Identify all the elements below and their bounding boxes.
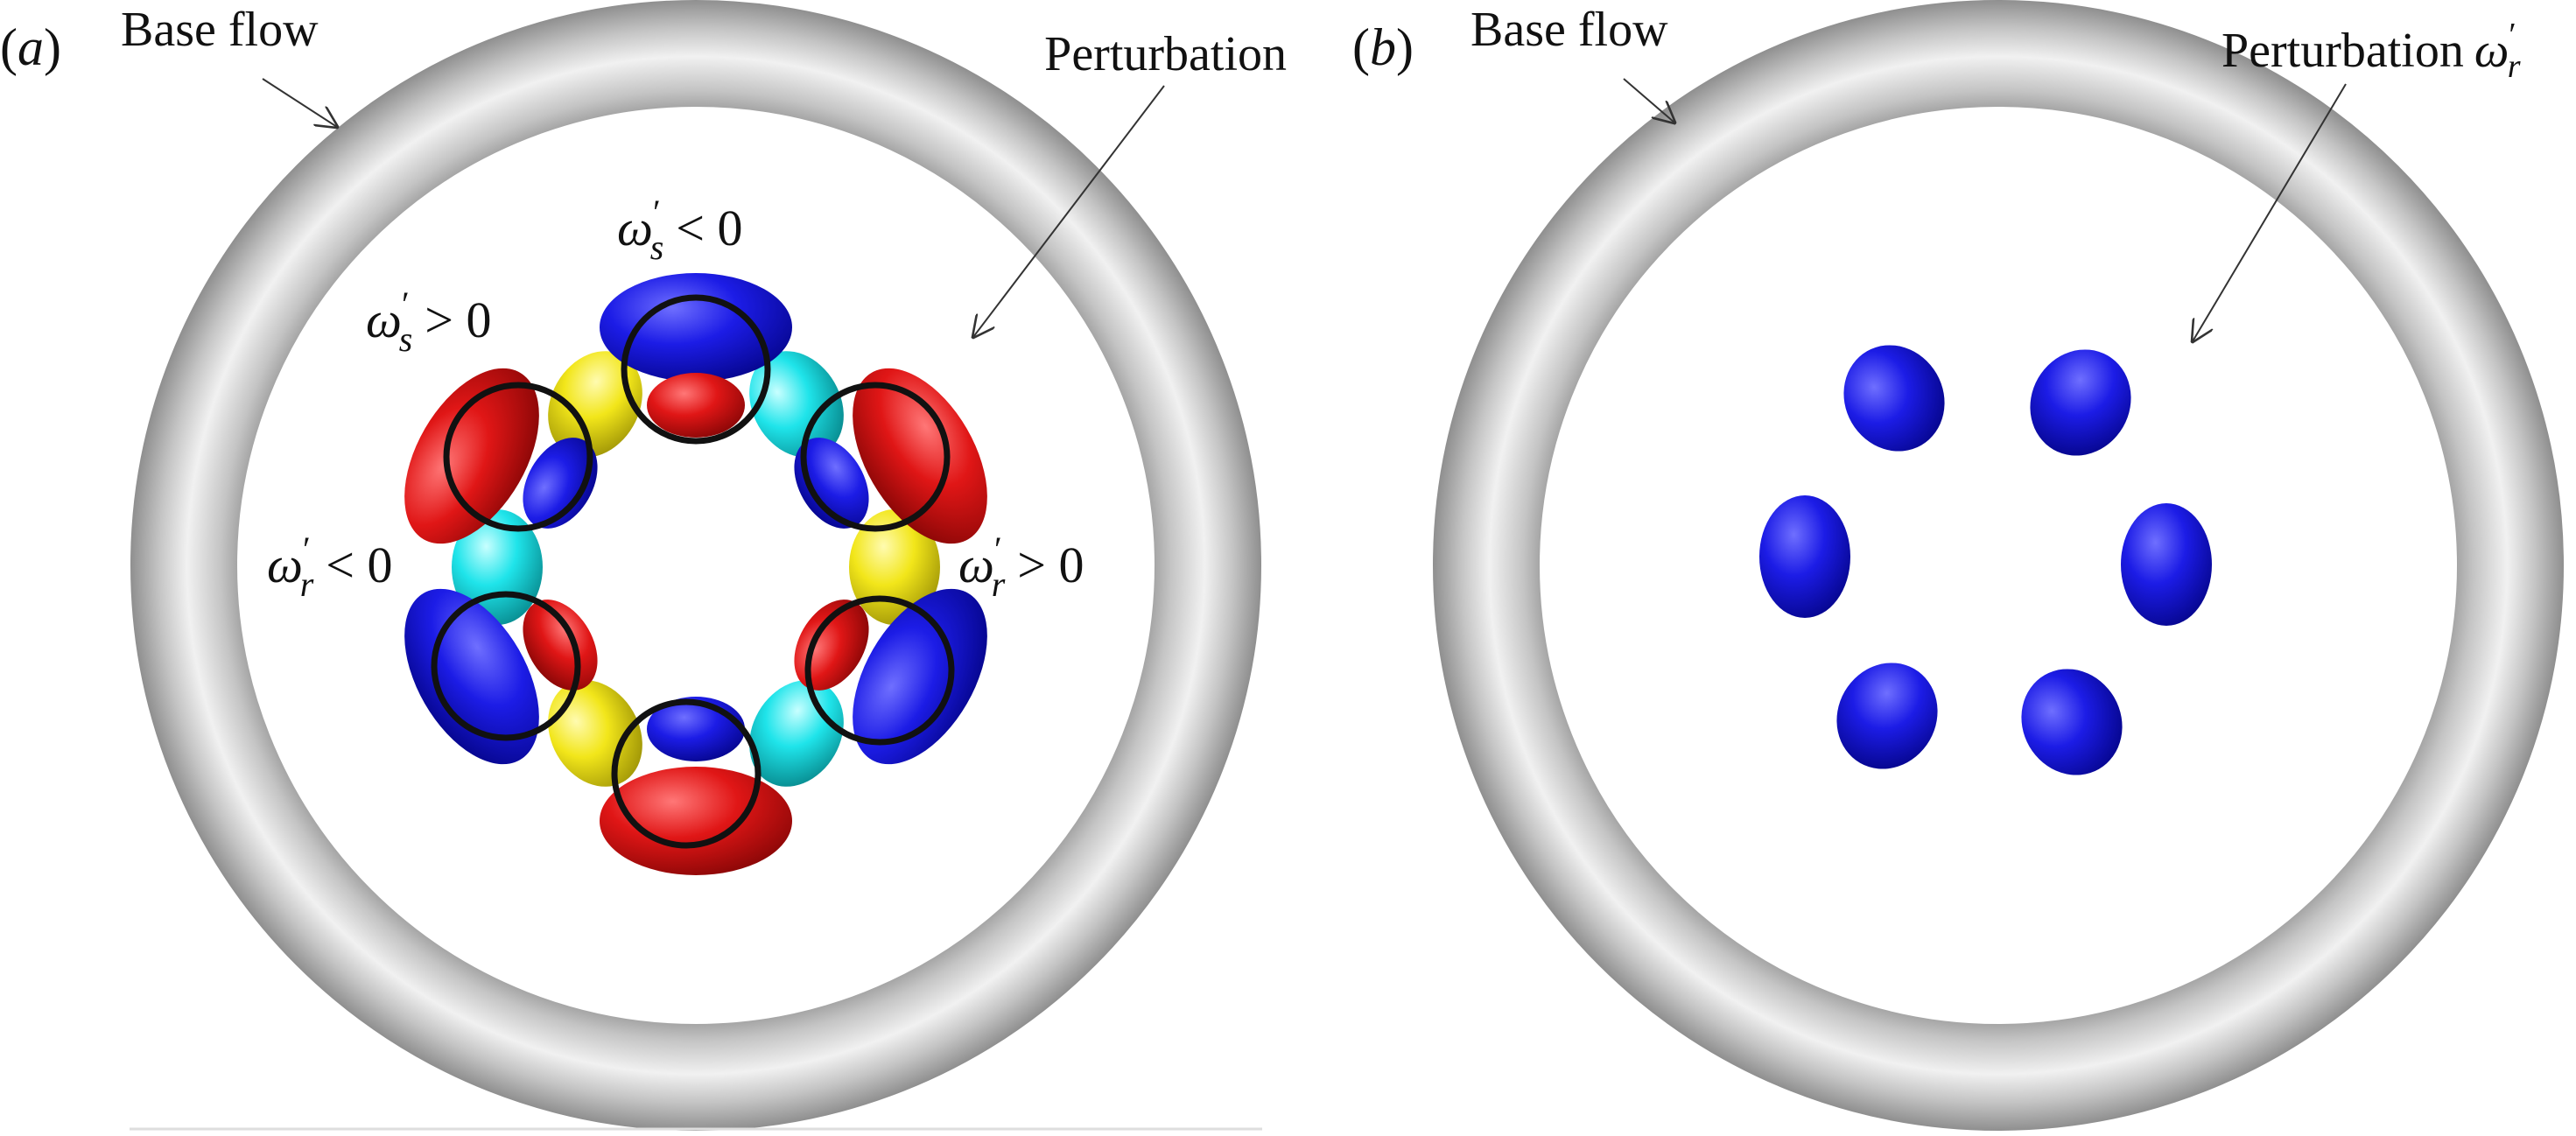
blue-outer-lobe — [853, 588, 987, 765]
blue-inner-lobe — [523, 438, 598, 529]
vortex-outline-circle — [621, 294, 771, 445]
red-outer-lobe — [404, 368, 539, 544]
vortex-outline-circle — [611, 698, 762, 849]
red-outer-lobe — [853, 368, 987, 544]
base-flow-arrow-a — [262, 78, 337, 127]
panel-b-tag: (b) — [1352, 18, 1414, 76]
blue-vortex-blob — [1759, 495, 1850, 618]
vortex-outline-circle — [804, 595, 955, 746]
yellow-lobe — [548, 351, 642, 458]
base-flow-label-b: Base flow — [1470, 3, 1668, 57]
base-flow-ring-b — [1433, 0, 2564, 1131]
red-inner-lobe — [794, 600, 869, 691]
red-outer-lobe — [600, 767, 792, 875]
blue-vortex-blob — [1836, 663, 1938, 769]
blue-vortex-blob — [2030, 349, 2131, 456]
base-flow-ring-a — [130, 0, 1261, 1131]
perturbation-structure-b — [1759, 345, 2212, 775]
blue-inner-lobe — [794, 438, 869, 529]
perturbation-arrow-b — [2193, 83, 2347, 341]
panel-a-tag: (a) — [0, 18, 61, 76]
vortex-outline-circle — [800, 382, 951, 532]
base-flow-arrow-b — [1623, 78, 1674, 123]
perturbation-label-a: Perturbation — [1044, 27, 1287, 81]
blue-vortex-blob — [2121, 503, 2212, 626]
blue-vortex-blob — [2021, 669, 2123, 775]
blue-outer-lobe — [600, 273, 792, 382]
base-flow-label-a: Base flow — [121, 3, 319, 57]
red-inner-lobe — [647, 373, 745, 438]
perturbation-arrow-a — [973, 85, 1165, 337]
vortex-outline-circle — [431, 591, 581, 741]
annotation-omega-s-negative: ω′s< 0 — [617, 193, 743, 267]
panel-a: (a) Base flow Perturbation ω′s< 0 ω′s> 0… — [0, 0, 1287, 1131]
annotation-omega-r-positive: ω′r> 0 — [958, 529, 1084, 604]
perturbation-structure-a — [404, 273, 987, 875]
vortex-outline-circle — [443, 382, 593, 532]
annotation-omega-r-negative: ω′r< 0 — [267, 529, 393, 604]
annotation-omega-s-positive: ω′s> 0 — [366, 284, 492, 359]
cyan-lobe — [749, 351, 844, 458]
blue-vortex-blob — [1843, 345, 1945, 452]
blue-outer-lobe — [404, 588, 539, 765]
